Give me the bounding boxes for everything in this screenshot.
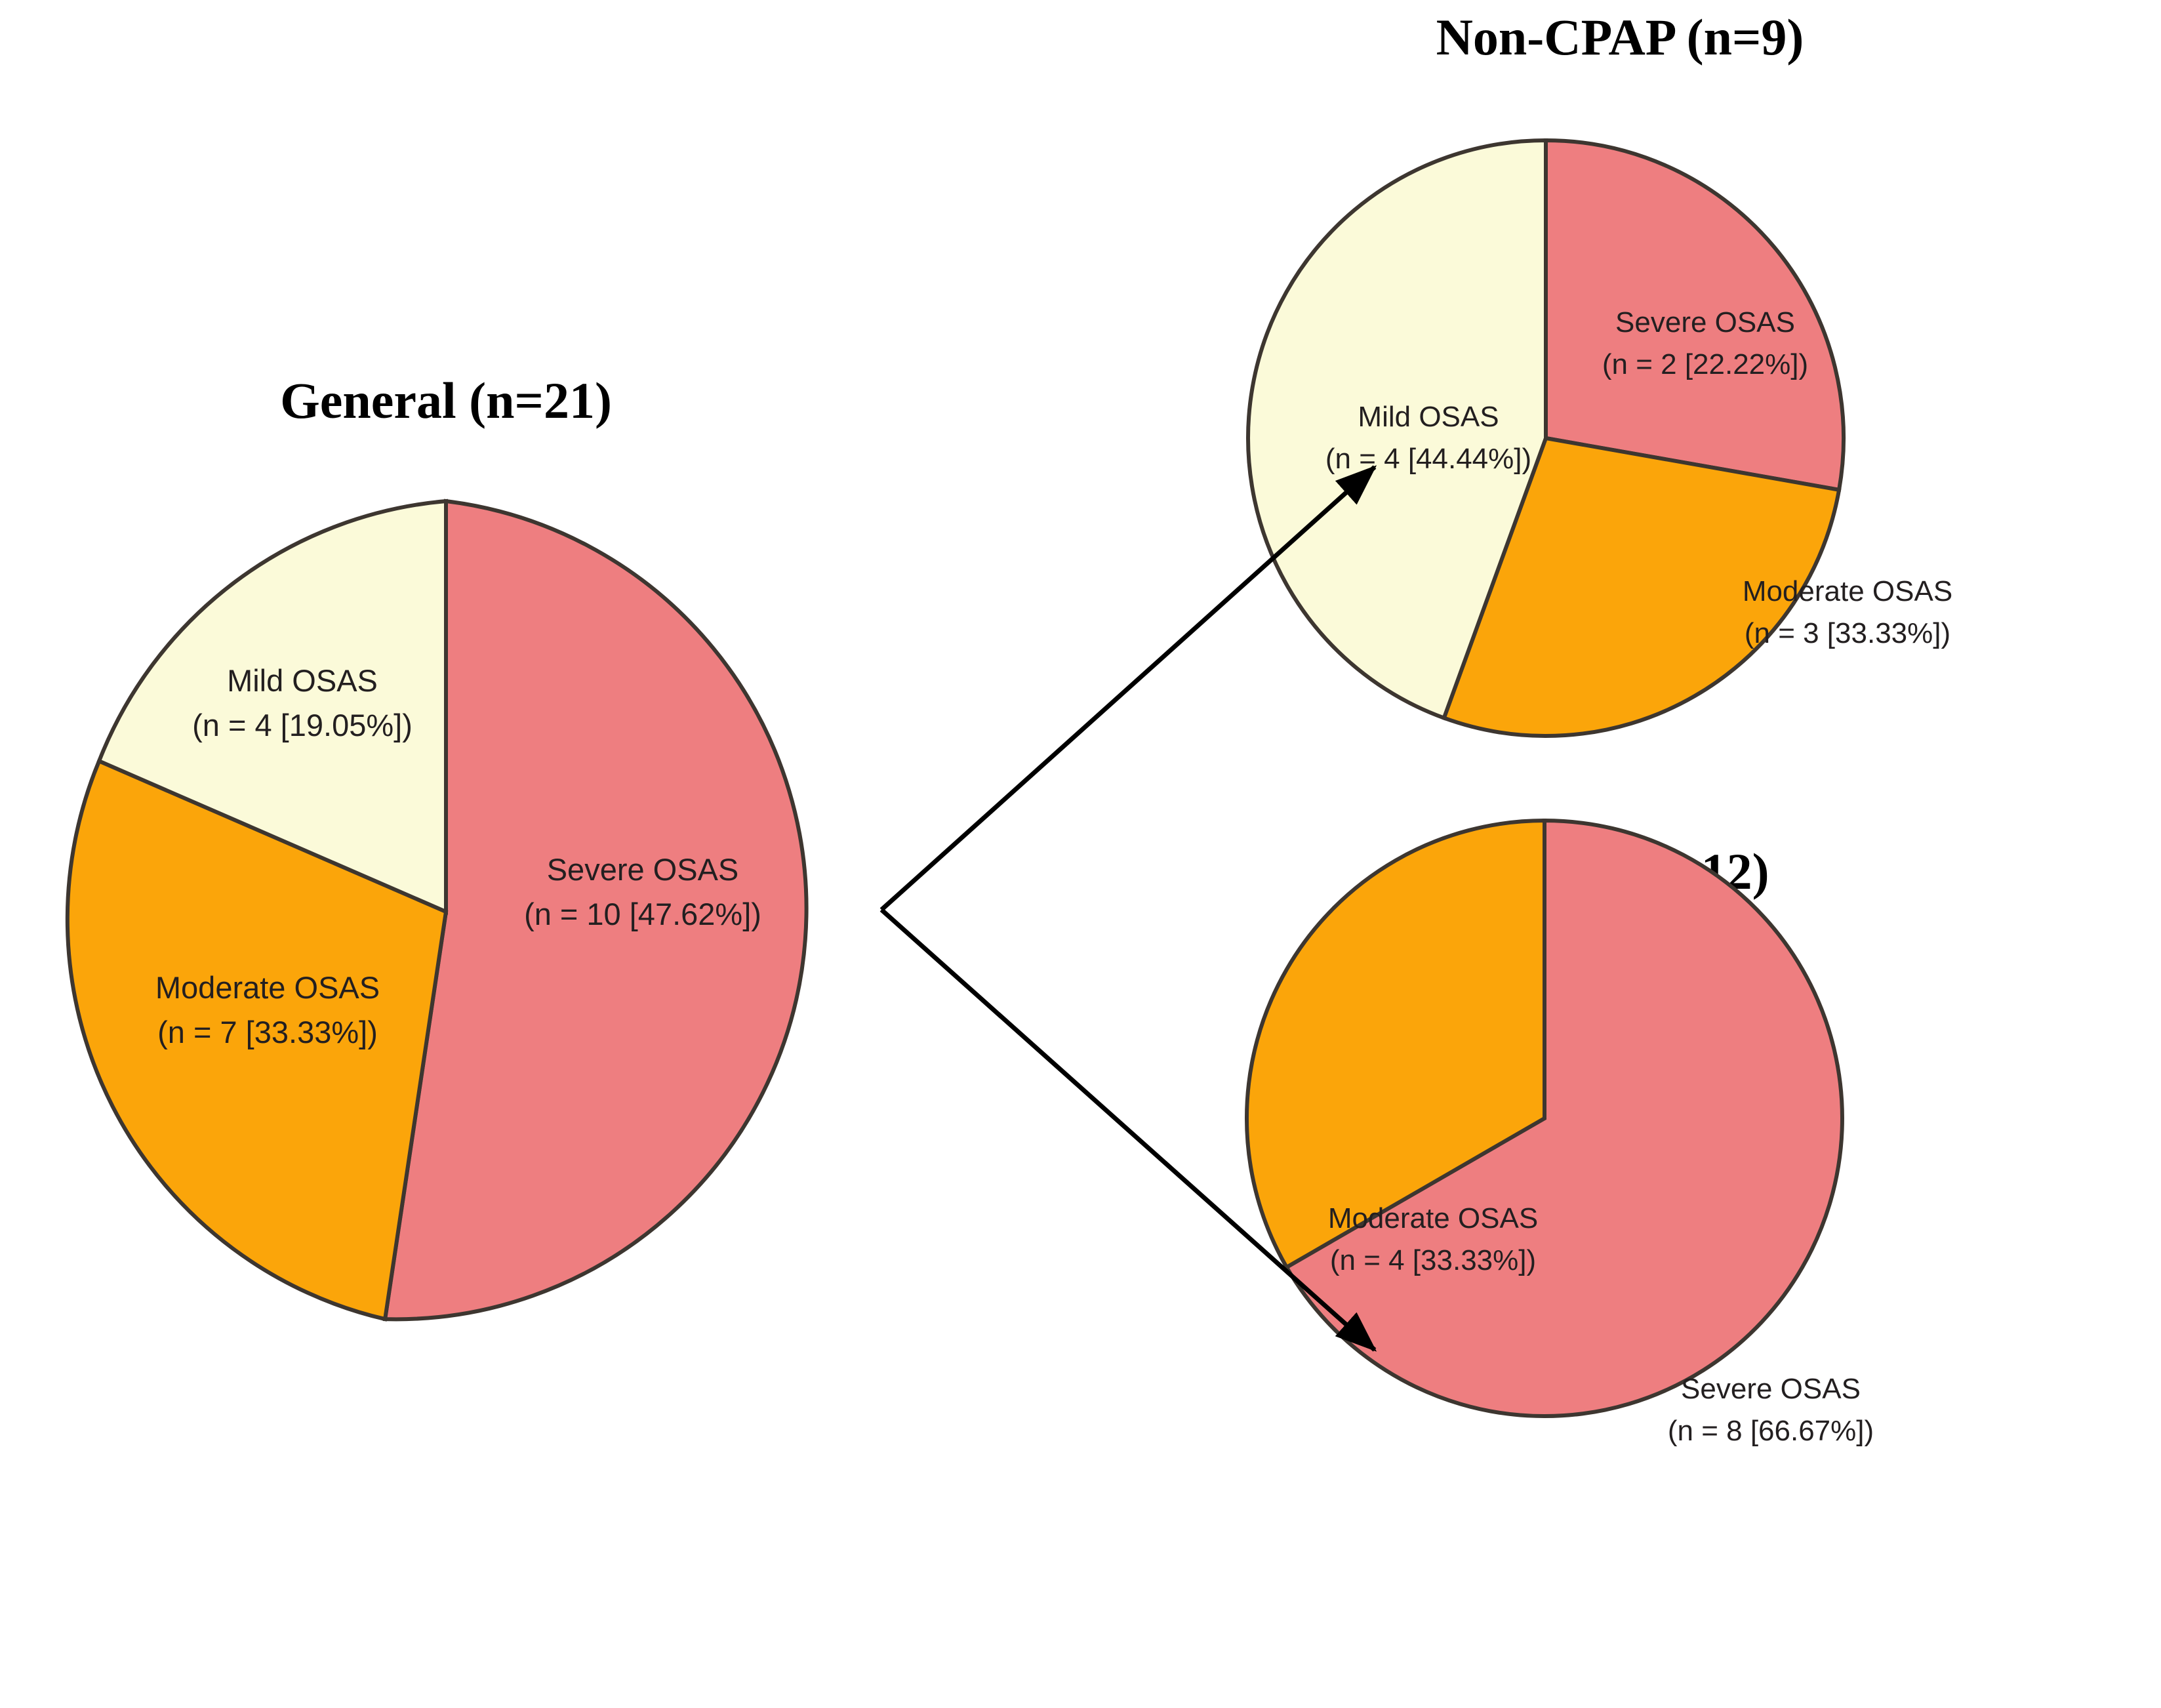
cpap-pie-chart — [1245, 818, 1844, 1418]
cpap-slice-severe — [1283, 818, 1844, 1418]
noncpap-slice-severe — [1544, 138, 1846, 493]
general-pie-chart — [65, 498, 809, 1322]
general-chart-title: General (n=21) — [280, 372, 612, 429]
noncpap-chart-title: Non-CPAP (n=9) — [1436, 9, 1804, 66]
general-slice-mild — [96, 498, 448, 915]
general-slice-moderate — [65, 758, 449, 1322]
noncpap-slice-moderate — [1441, 436, 1842, 738]
general-slice-severe — [382, 498, 809, 1322]
noncpap-pie-chart — [1246, 138, 1846, 738]
